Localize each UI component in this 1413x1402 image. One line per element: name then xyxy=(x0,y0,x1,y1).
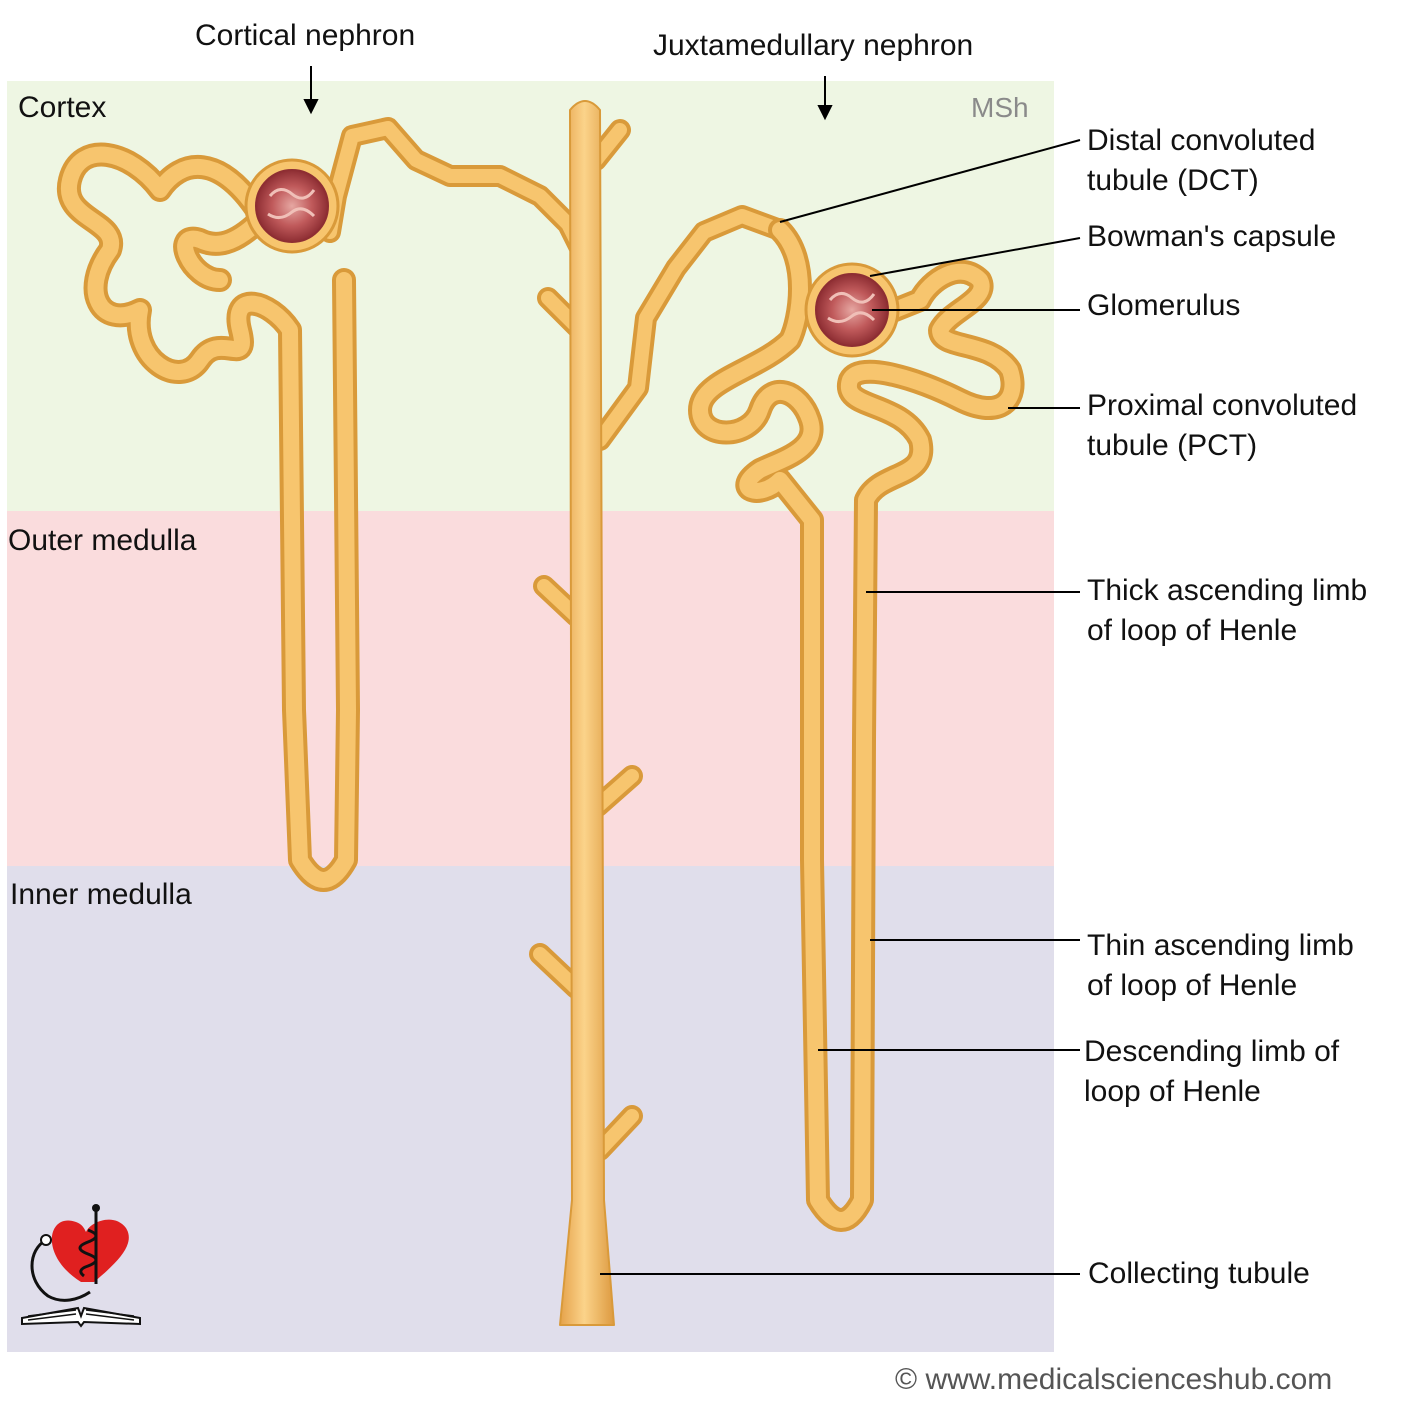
juxtamedullary-glomerulus xyxy=(804,262,900,358)
copyright-notice: © www.medicalscienceshub.com xyxy=(895,1363,1333,1396)
cortical-glomerulus xyxy=(244,158,340,254)
collecting-tubule xyxy=(319,100,791,1326)
label-glomerulus: Glomerulus xyxy=(1087,289,1241,322)
outer-medulla-label: Outer medulla xyxy=(8,524,197,557)
label-bowmans-capsule: Bowman's capsule xyxy=(1087,220,1337,253)
label-thin-ascending-line1: Thin ascending limb xyxy=(1087,929,1354,962)
inner-medulla-zone xyxy=(7,866,1054,1352)
label-pct-line2: tubule (PCT) xyxy=(1087,429,1258,462)
leader-lines xyxy=(600,139,1081,1275)
cortex-label: Cortex xyxy=(18,91,107,124)
label-thick-ascending-line1: Thick ascending limb xyxy=(1087,574,1368,607)
label-dct-line2: tubule (DCT) xyxy=(1087,164,1259,197)
label-collecting-tubule: Collecting tubule xyxy=(1088,1257,1310,1290)
label-pct-line1: Proximal convoluted xyxy=(1087,389,1358,422)
heading-arrows xyxy=(303,66,833,121)
label-thin-ascending-line2: of loop of Henle xyxy=(1087,969,1298,1002)
cortical-nephron-heading: Cortical nephron xyxy=(195,19,416,52)
juxtamedullary-nephron-heading: Juxtamedullary nephron xyxy=(653,29,974,62)
outer-medulla-zone xyxy=(7,511,1054,866)
label-descending-line1: Descending limb of xyxy=(1084,1035,1340,1068)
label-descending-line2: loop of Henle xyxy=(1084,1075,1261,1108)
juxtamedullary-nephron xyxy=(688,218,1025,1232)
heart-caduceus-book-icon xyxy=(21,1204,141,1328)
watermark: MSh xyxy=(971,92,1029,123)
cortical-nephron xyxy=(56,142,360,892)
label-dct-line1: Distal convoluted xyxy=(1087,124,1316,157)
label-thick-ascending-line2: of loop of Henle xyxy=(1087,614,1298,647)
inner-medulla-label: Inner medulla xyxy=(10,878,192,911)
